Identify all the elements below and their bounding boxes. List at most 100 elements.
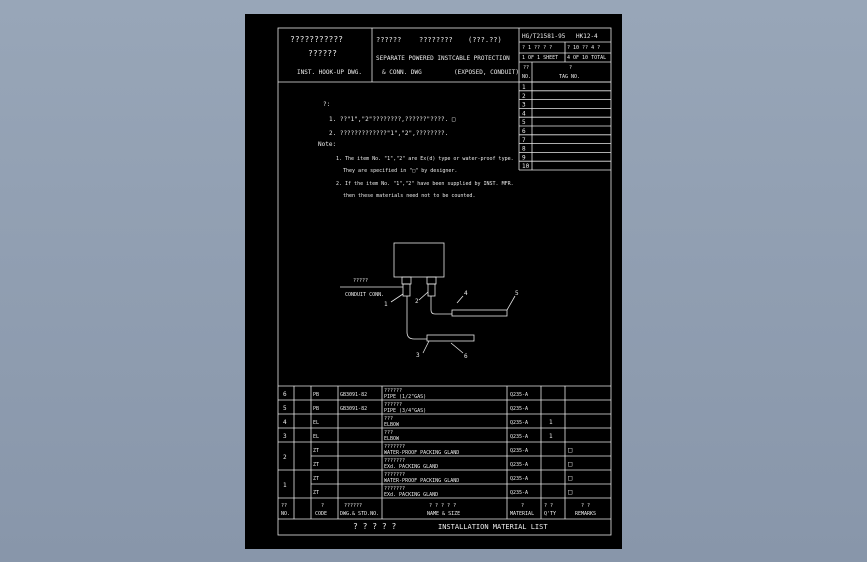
material-code: ZT xyxy=(313,462,319,468)
title-mid-cn-c: (???.??) xyxy=(468,36,502,44)
material-code: PB xyxy=(313,406,319,412)
revision-row-number: 2 xyxy=(522,93,526,100)
hdr-code-cn: ? xyxy=(321,503,324,509)
title-inst-hookup: INST. HOOK-UP DWG. xyxy=(297,69,362,76)
note-en-2b: then these materials need not to be coun… xyxy=(343,193,475,199)
material-material: Q235-A xyxy=(510,490,528,496)
material-material: Q235-A xyxy=(510,434,528,440)
material-name-en: PIPE (3/4"GAS) xyxy=(384,408,426,414)
revision-row-number: 9 xyxy=(522,154,526,161)
title-cable-protection: CABLE PROTECTION xyxy=(452,55,510,62)
frame-border xyxy=(277,27,612,536)
title-cn-2: ?????? xyxy=(308,49,337,58)
hdr-qty-cn: ? ? xyxy=(544,503,553,509)
material-name-en: WATER-PROOF PACKING GLAND xyxy=(384,450,459,456)
material-qty: 1 xyxy=(549,433,553,440)
rev-no-cn: ?? xyxy=(523,65,529,71)
conduit-fitting-left xyxy=(402,283,411,297)
title-separate-powered: SEPARATE POWERED INST xyxy=(376,55,452,62)
conduit-fitting-right xyxy=(427,283,436,297)
material-remarks-box: □ xyxy=(568,474,572,482)
material-name-cn: ??? xyxy=(384,430,393,436)
material-std-no: GB3091-82 xyxy=(340,392,367,398)
std-number: HG/T21581-95 xyxy=(522,33,566,40)
material-item-no: 4 xyxy=(283,419,287,426)
material-code: EL xyxy=(313,434,319,440)
note-en-1a: 1. The item No. "1","2" are Ex(d) type o… xyxy=(336,156,514,162)
material-material: Q235-A xyxy=(510,462,528,468)
revision-row-number: 1 xyxy=(522,84,526,91)
material-code: ZT xyxy=(313,448,319,454)
revision-row-number: 5 xyxy=(522,119,526,126)
hdr-name-cn: ? ? ? ? ? xyxy=(429,503,456,509)
title-cn-1: ??????????? xyxy=(290,35,343,44)
material-item-no: 3 xyxy=(283,433,287,440)
rev-tag-cn: ? xyxy=(569,65,572,71)
hdr-rem-en: REMARKS xyxy=(575,511,596,517)
material-material: Q235-A xyxy=(510,448,528,454)
material-remarks-box: □ xyxy=(568,446,572,454)
material-code: PB xyxy=(313,392,319,398)
revision-row-number: 10 xyxy=(522,163,530,170)
revision-row-number: 4 xyxy=(522,110,526,117)
material-name-en: EXd. PACKING GLAND xyxy=(384,464,438,470)
hdr-code-en: CODE xyxy=(315,511,327,517)
packing-gland-right xyxy=(426,276,437,285)
hdr-name-en: NAME & SIZE xyxy=(427,511,460,517)
hdr-mat-en: MATERIAL xyxy=(510,511,534,517)
material-name-cn: ?????? xyxy=(384,402,402,408)
material-name-en: WATER-PROOF PACKING GLAND xyxy=(384,478,459,484)
note-en-1b: They are specified in "□" by designer. xyxy=(343,168,457,174)
material-item-no: 1 xyxy=(283,482,287,489)
sheet-row1b-cn: ? 10 ?? 4 ? xyxy=(567,45,600,51)
material-name-cn: ??????? xyxy=(384,472,405,478)
hdr-rem-cn: ? ? xyxy=(581,503,590,509)
title-exposed-conduit: (EXPOSED, CONDUIT) xyxy=(454,69,519,76)
material-name-cn: ??????? xyxy=(384,458,405,464)
footer-cn: ? ? ? ? ? xyxy=(353,522,397,531)
material-material: Q235-A xyxy=(510,420,528,426)
material-item-no: 2 xyxy=(283,454,287,461)
material-material: Q235-A xyxy=(510,406,528,412)
revision-row-number: 7 xyxy=(522,137,526,144)
flexible-cable-left xyxy=(406,296,427,340)
revision-grid xyxy=(519,81,611,162)
material-name-cn: ??????? xyxy=(384,486,405,492)
instrument-housing xyxy=(393,242,445,278)
pipe-half xyxy=(426,334,475,342)
sheet-total: 4 OF 10 TOTAL xyxy=(567,55,606,61)
note-heading-cn: ?: xyxy=(323,101,330,108)
revision-row-number: 3 xyxy=(522,102,526,109)
material-name-en: ELBOW xyxy=(384,422,400,428)
material-code: ZT xyxy=(313,476,319,482)
conduit-label-cn: ????? xyxy=(353,278,368,284)
title-conn-dwg: & CONN. DWG xyxy=(382,69,422,76)
flexible-cable-right xyxy=(430,296,452,315)
callout-5: 5 xyxy=(515,290,519,297)
material-material: Q235-A xyxy=(510,476,528,482)
material-remarks-box: □ xyxy=(568,488,572,496)
callout-6: 6 xyxy=(464,353,468,360)
material-remarks-box: □ xyxy=(568,460,572,468)
material-code: EL xyxy=(313,420,319,426)
material-item-no: 6 xyxy=(283,391,287,398)
material-name-en: ELBOW xyxy=(384,436,400,442)
hdr-no-cn: ?? xyxy=(281,503,287,509)
drawing-sheet: ??????????? ?????? INST. HOOK-UP DWG. ??… xyxy=(245,14,622,549)
hdr-qty-en: Q'TY xyxy=(544,511,556,517)
revision-row-number: 8 xyxy=(522,146,526,153)
sheet-of: 1 OF 1 SHEET xyxy=(522,55,558,61)
title-mid-cn-b: ???????? xyxy=(419,36,453,44)
drawing-number: HK12-4 xyxy=(576,33,598,40)
rev-tag-en: TAG NO. xyxy=(559,74,580,80)
note-cn-1: 1. ??"1","2"????????,??????"????. □ xyxy=(329,116,456,123)
callout-1: 1 xyxy=(384,301,388,308)
hdr-mat-cn: ? xyxy=(521,503,524,509)
material-std-no: GB3091-82 xyxy=(340,406,367,412)
material-material: Q235-A xyxy=(510,392,528,398)
hdr-std-cn: ?????? xyxy=(344,503,362,509)
material-name-cn: ??? xyxy=(384,416,393,422)
material-code: ZT xyxy=(313,490,319,496)
